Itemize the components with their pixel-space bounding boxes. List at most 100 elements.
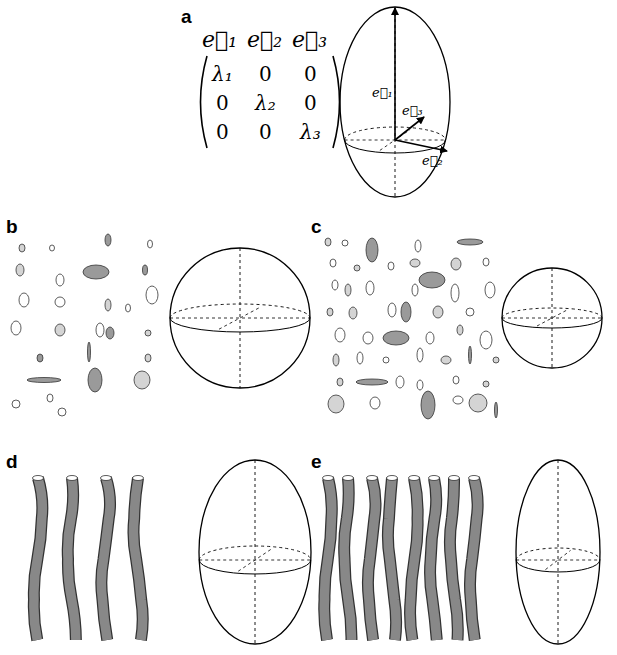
cell-compartment xyxy=(332,280,338,290)
cell-compartment xyxy=(441,356,451,364)
cell-compartment xyxy=(383,331,409,345)
stroke xyxy=(502,318,602,328)
axis-label: e⃗₃ xyxy=(402,104,423,117)
matrix-bracket xyxy=(333,56,340,148)
axon-fibre xyxy=(343,476,354,641)
cell-compartment xyxy=(451,258,461,270)
axon-fibre xyxy=(469,476,480,641)
axis-label: e⃗₂ xyxy=(422,154,443,167)
cell-compartment xyxy=(96,323,104,337)
stroke xyxy=(133,478,142,640)
cell-compartment xyxy=(88,342,91,362)
cell-compartment xyxy=(466,308,474,316)
stroke xyxy=(558,460,559,644)
cell-compartment xyxy=(410,259,420,267)
stroke xyxy=(429,476,440,481)
stroke xyxy=(133,478,142,640)
stroke xyxy=(68,478,76,640)
cell-compartment xyxy=(495,402,498,418)
eigenvector-arrow xyxy=(395,117,424,140)
stroke xyxy=(344,478,351,640)
cell-compartment xyxy=(19,244,25,252)
cell-compartment xyxy=(493,357,499,363)
cell-compartment xyxy=(419,272,445,288)
cell-compartment xyxy=(145,354,151,362)
cell-compartment xyxy=(469,394,487,412)
eigenvector-arrow xyxy=(395,140,447,151)
stroke xyxy=(324,478,332,640)
stroke xyxy=(199,460,311,644)
cell-compartment xyxy=(366,238,378,262)
eigenvector-header: e⃗₁ xyxy=(202,29,237,51)
stroke xyxy=(219,307,261,329)
cell-compartment xyxy=(426,332,434,344)
stroke xyxy=(340,7,450,197)
stroke xyxy=(395,7,396,197)
eigenvector-header: e⃗₃ xyxy=(292,29,327,51)
cell-compartment xyxy=(27,378,61,383)
axon-fibre xyxy=(67,476,78,641)
stroke xyxy=(170,248,310,388)
stroke xyxy=(324,478,332,640)
cell-compartment xyxy=(55,297,65,307)
axon-fibre xyxy=(323,476,334,641)
cell-compartment xyxy=(105,234,111,246)
stroke xyxy=(502,318,602,319)
stroke xyxy=(516,560,600,561)
stroke xyxy=(68,478,76,640)
stroke xyxy=(516,560,600,572)
cell-compartment xyxy=(421,391,435,419)
matrix-entry: 0 xyxy=(216,122,229,142)
cell-compartment xyxy=(106,327,114,339)
cell-compartment xyxy=(134,371,150,389)
stroke xyxy=(34,478,43,640)
stroke xyxy=(516,548,600,560)
axon-fibre xyxy=(429,476,440,641)
cell-compartment xyxy=(105,299,111,311)
cell-compartment xyxy=(366,281,374,295)
cell-compartment xyxy=(143,265,148,275)
cell-compartment xyxy=(58,408,66,416)
tensor-ellipsoid xyxy=(516,460,600,644)
panel-letter: e xyxy=(311,452,322,471)
cell-compartment xyxy=(453,396,463,404)
stroke xyxy=(430,478,437,640)
cell-compartment xyxy=(483,258,489,266)
stroke xyxy=(101,476,112,481)
tensor-ellipsoid xyxy=(170,248,310,388)
cell-compartment xyxy=(327,308,333,316)
cell-compartment xyxy=(12,400,20,408)
cell-compartment xyxy=(383,357,389,363)
cell-compartment xyxy=(126,304,131,312)
stroke xyxy=(367,476,378,481)
cell-compartment xyxy=(363,332,373,344)
cell-compartment xyxy=(56,274,64,286)
stroke xyxy=(516,460,600,644)
cell-compartment xyxy=(354,265,360,271)
stroke xyxy=(545,550,570,569)
matrix-entry: 0 xyxy=(216,93,229,113)
stroke xyxy=(537,310,567,326)
stroke xyxy=(388,478,396,640)
eigenvector-arrow xyxy=(394,8,396,140)
matrix-entry: 0 xyxy=(304,64,317,84)
stroke xyxy=(343,476,354,481)
cell-compartment xyxy=(11,321,21,335)
cell-compartment xyxy=(328,395,344,413)
cell-compartment xyxy=(342,240,348,246)
cell-compartment xyxy=(480,331,492,349)
cell-compartment xyxy=(349,307,357,319)
eigenvector-header: e⃗₂ xyxy=(247,29,282,51)
stroke xyxy=(67,476,78,481)
stroke xyxy=(502,268,602,368)
stroke xyxy=(387,476,398,481)
cell-compartment xyxy=(417,348,423,362)
axon-fibre xyxy=(387,476,398,641)
cell-compartment xyxy=(388,262,394,270)
stroke xyxy=(133,476,144,481)
cell-compartment xyxy=(345,284,351,296)
tensor-ellipsoid xyxy=(502,268,602,368)
matrix-entry: 0 xyxy=(259,64,272,84)
cell-compartment xyxy=(37,354,43,362)
matrix-entry: 0 xyxy=(259,122,272,142)
